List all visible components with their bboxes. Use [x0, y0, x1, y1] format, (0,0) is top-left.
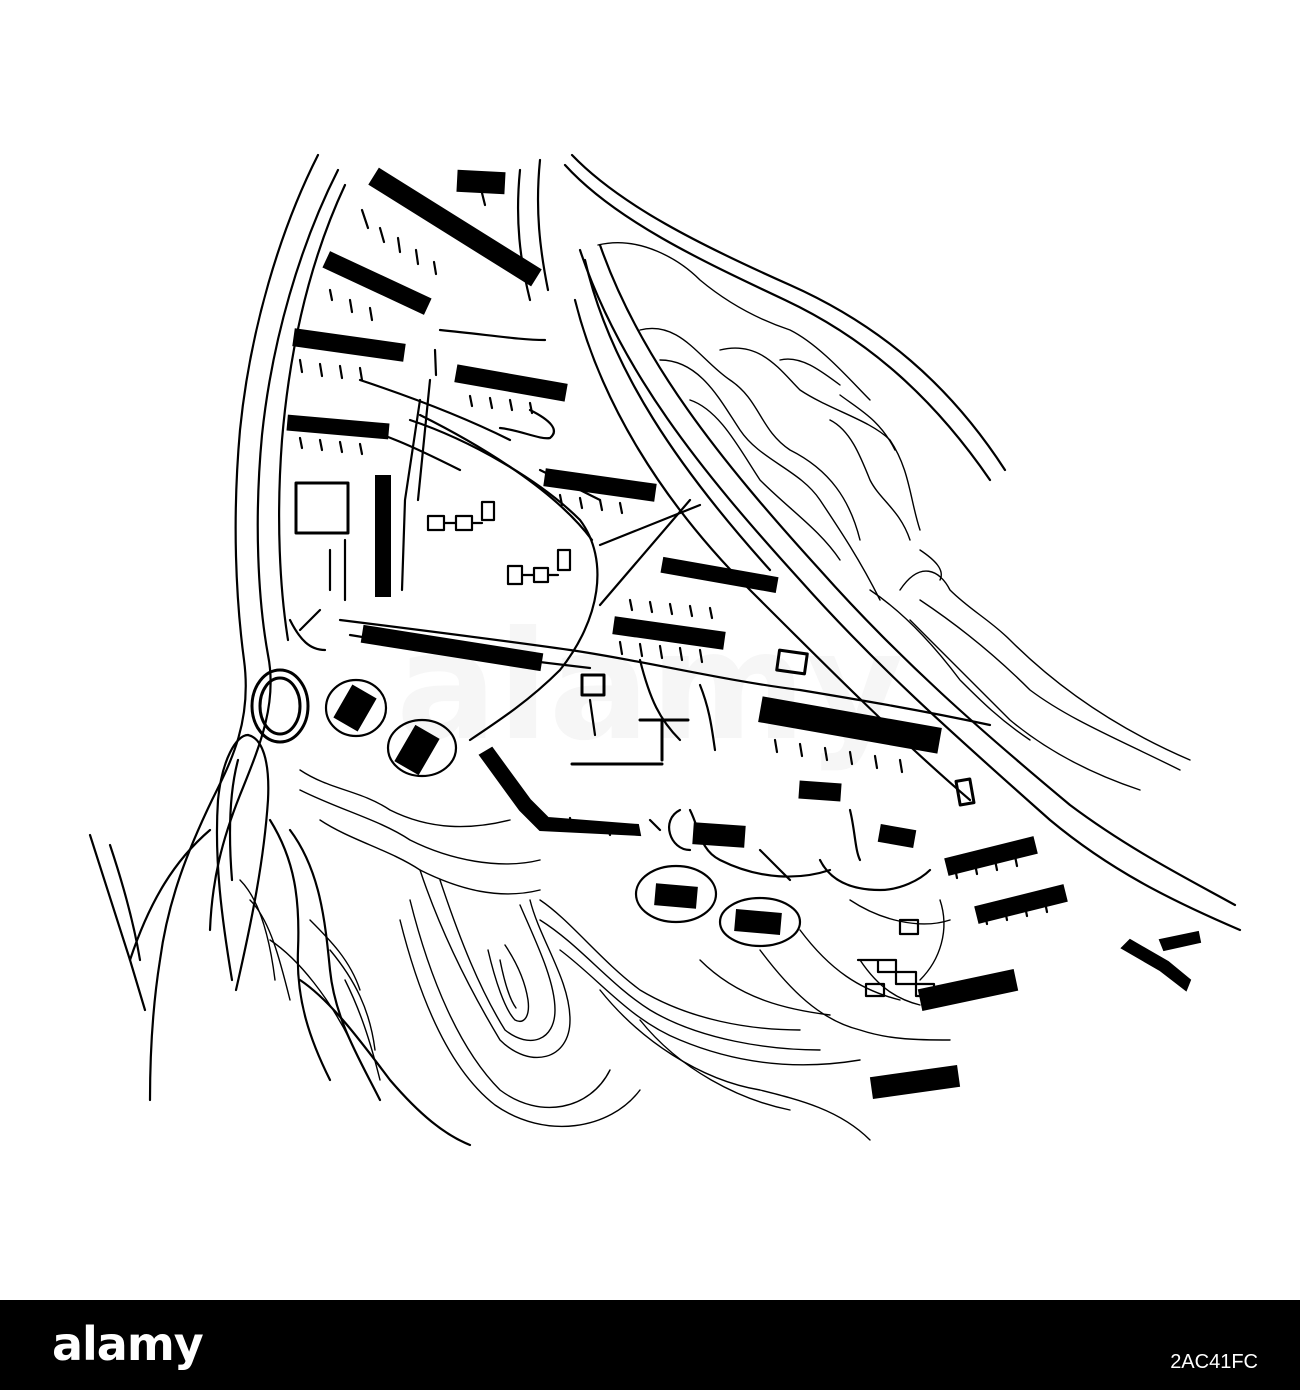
buildings-pods	[324, 678, 802, 948]
roundabout	[250, 668, 310, 744]
buildings-north	[286, 167, 657, 597]
railway-lines	[563, 153, 1242, 932]
stock-watermark-bar: alamy 2AC41FC	[0, 1300, 1300, 1390]
map-sketch	[88, 153, 1242, 1147]
buildings-chain	[426, 500, 572, 586]
buildings-central	[360, 556, 976, 848]
terrain-contours	[239, 769, 951, 1141]
river-bank	[597, 242, 1191, 791]
loop-road	[215, 733, 270, 992]
brand-logo: alamy	[52, 1317, 204, 1371]
internal-streets	[288, 378, 992, 892]
fork-road	[88, 828, 212, 1012]
stock-image-id: 2AC41FC	[1170, 1351, 1258, 1373]
buildings-east	[856, 836, 1202, 1100]
detail-marks	[298, 158, 1049, 926]
